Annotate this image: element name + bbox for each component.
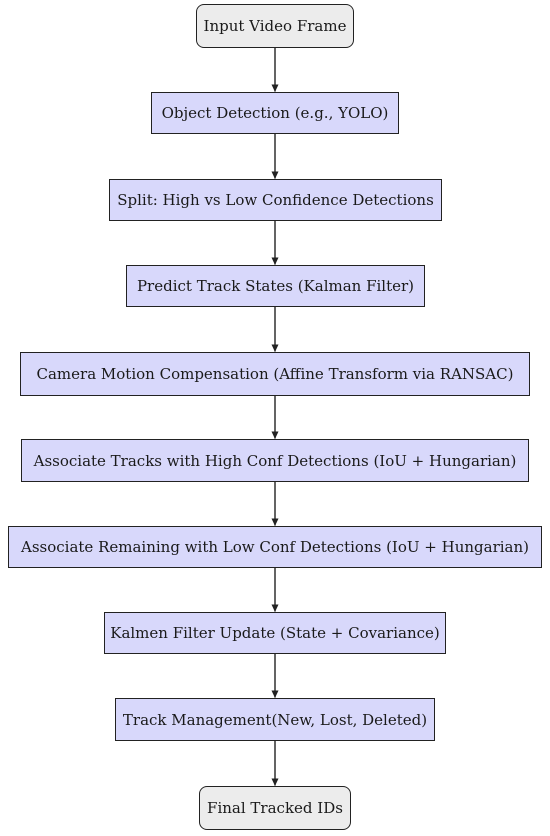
node-object-detection: Object Detection (e.g., YOLO) bbox=[151, 92, 399, 134]
node-camera-motion-compensation: Camera Motion Compensation (Affine Trans… bbox=[20, 352, 530, 396]
node-kalman-filter-update: Kalmen Filter Update (State + Covariance… bbox=[104, 612, 446, 654]
node-associate-high-conf: Associate Tracks with High Conf Detectio… bbox=[21, 439, 529, 482]
node-final-tracked-ids: Final Tracked IDs bbox=[199, 786, 351, 830]
node-predict-track-states: Predict Track States (Kalman Filter) bbox=[126, 265, 425, 307]
node-input-video-frame: Input Video Frame bbox=[196, 4, 354, 48]
node-track-management: Track Management(New, Lost, Deleted) bbox=[115, 698, 435, 741]
node-split-confidence: Split: High vs Low Confidence Detections bbox=[109, 179, 442, 221]
node-associate-low-conf: Associate Remaining with Low Conf Detect… bbox=[8, 526, 542, 568]
